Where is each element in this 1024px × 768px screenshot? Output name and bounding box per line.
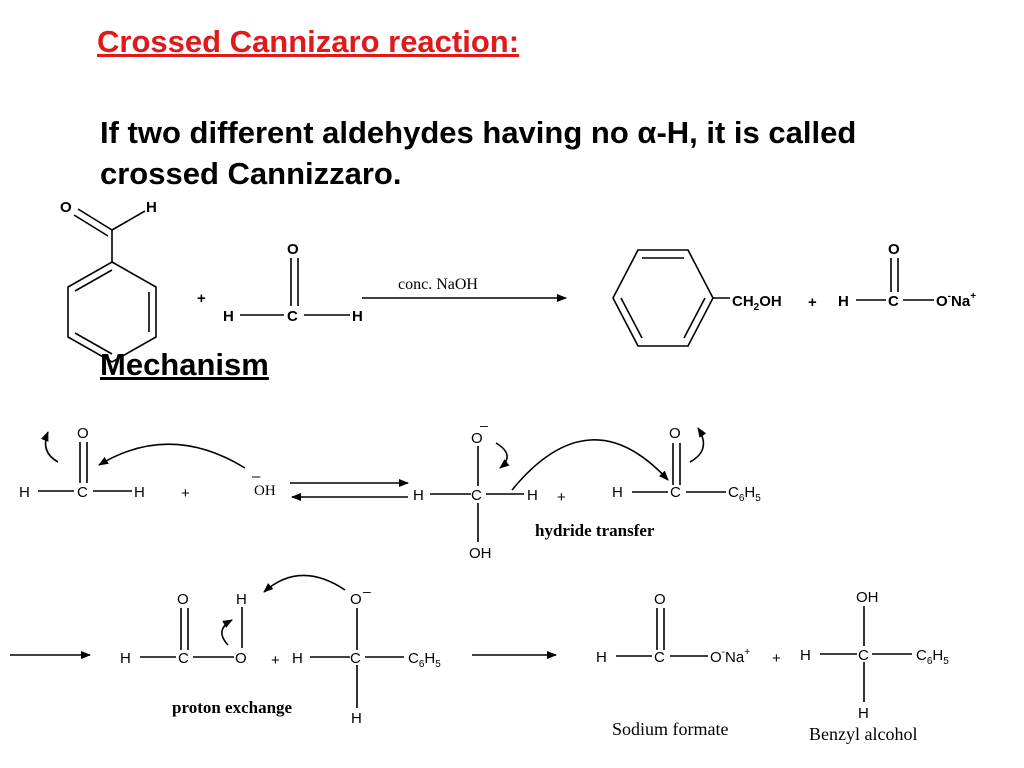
charge-minus: – [363, 583, 371, 599]
atom-label: C [471, 487, 482, 504]
electron-arrow [40, 431, 59, 463]
reagent-label: conc. NaOH [398, 276, 478, 293]
benzyl-alcohol-final [820, 606, 912, 702]
atom-label: O [669, 425, 681, 442]
atom-label: O [471, 430, 483, 447]
atom-label: C [888, 293, 899, 310]
atom-label: C [858, 647, 869, 664]
plus-sign: + [181, 485, 190, 502]
benzyl-alcohol-label: Benzyl alcohol [809, 724, 917, 744]
atom-label: O [235, 650, 247, 667]
atom-label: C [77, 484, 88, 501]
atom-label: H [612, 484, 623, 501]
hydride-arrow [511, 439, 669, 491]
formaldehyde-structure [240, 258, 350, 316]
charge-minus: – [480, 417, 488, 433]
electron-arrow [98, 443, 246, 469]
atom-label: H [223, 308, 234, 325]
atom-label: C [350, 650, 361, 667]
atom-label: C [670, 484, 681, 501]
plus-sign: + [772, 650, 781, 667]
benzyl-ch2oh-label: CH2OH [732, 293, 782, 313]
benzyl-alcohol-product [612, 249, 730, 347]
slide-title: Crossed Cannizaro reaction: [97, 24, 520, 59]
electron-arrow [495, 442, 510, 469]
atom-label: H [413, 487, 424, 504]
benzaldehyde-structure [67, 208, 157, 363]
atom-label: O [177, 591, 189, 608]
atom-label: O [888, 241, 900, 258]
atom-label: C [654, 649, 665, 666]
atom-label: OH [856, 589, 879, 606]
atom-label: OH [469, 545, 492, 562]
atom-label: H [596, 649, 607, 666]
atom-label: H [146, 199, 157, 216]
hydride-transfer-label: hydride transfer [535, 521, 655, 540]
phenyl-label: C6H5 [916, 647, 949, 667]
atom-label: C [178, 650, 189, 667]
sodium-formate-ion-label: O-Na+ [936, 291, 976, 310]
atom-label: H [292, 650, 303, 667]
electron-arrow [689, 427, 707, 463]
atom-label: H [120, 650, 131, 667]
electron-arrow [221, 619, 233, 646]
step1-formaldehyde [38, 442, 132, 492]
atom-label: H [527, 487, 538, 504]
atom-label: H [236, 591, 247, 608]
atom-label: O [350, 591, 362, 608]
sodium-formate-label: Sodium formate [612, 719, 728, 739]
atom-label: H [858, 705, 869, 722]
atom-label: O [287, 241, 299, 258]
charge-minus: – [252, 468, 261, 485]
atom-label: H [838, 293, 849, 310]
atom-label: O [77, 425, 89, 442]
atom-label: O [654, 591, 666, 608]
atom-label: H [351, 710, 362, 727]
plus-sign: + [557, 489, 566, 506]
sodium-formate-ion-label: O-Na+ [710, 647, 750, 666]
plus-sign: + [271, 652, 280, 669]
atom-label: H [134, 484, 145, 501]
phenyl-label: C6H5 [728, 484, 761, 504]
phenyl-label: C6H5 [408, 650, 441, 670]
atom-label: C [287, 308, 298, 325]
sodium-formate-final [616, 608, 708, 657]
proton-exchange-label: proton exchange [172, 698, 293, 717]
benzyl-alkoxide [310, 608, 404, 708]
tetrahedral-intermediate [430, 446, 524, 542]
definition-text: If two different aldehydes having no α-H… [100, 115, 857, 191]
proton-arrow [263, 574, 346, 593]
plus-sign: + [197, 290, 206, 307]
atom-label: H [19, 484, 30, 501]
atom-label: H [800, 647, 811, 664]
hydroxide-label: OH [254, 483, 276, 499]
atom-label: O [60, 199, 72, 216]
atom-label: H [352, 308, 363, 325]
plus-sign: + [808, 294, 817, 311]
sodium-formate-product [856, 258, 934, 301]
formic-acid [140, 607, 243, 658]
benzaldehyde-carbonyl [632, 443, 726, 493]
